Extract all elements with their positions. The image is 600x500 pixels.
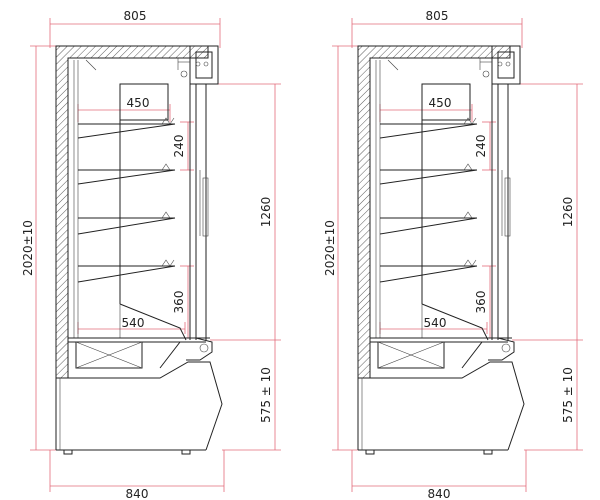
dim-bottom-width-left: 840	[126, 487, 149, 500]
dim-bottom-shelf-height-left: 360	[172, 291, 186, 314]
cabinet-drawing-left: 805 840 450 540 2020±10 1260 575 ± 10 24…	[21, 9, 282, 500]
dim-shelf-spacing-left: 240	[172, 135, 186, 158]
dim-base-height-left: 575 ± 10	[259, 367, 273, 423]
dim-shelf-depth-left: 450	[127, 96, 150, 110]
dim-top-width-left: 805	[124, 9, 147, 23]
dim-top-width-right: 805	[426, 9, 449, 23]
dim-bottom-width-right: 840	[428, 487, 451, 500]
dim-display-height-right: 1260	[561, 197, 575, 228]
dim-base-height-right: 575 ± 10	[561, 367, 575, 423]
dim-display-height-left: 1260	[259, 197, 273, 228]
dim-bottom-shelf-height-right: 360	[474, 291, 488, 314]
cabinet-drawing-right: 805 840 450 540 2020±10 1260 575 ± 10 24…	[323, 9, 584, 500]
dim-shelf-depth-right: 450	[429, 96, 452, 110]
dim-shelf-spacing-right: 240	[474, 135, 488, 158]
dim-total-height-right: 2020±10	[323, 220, 337, 276]
dim-bottom-depth-right: 540	[424, 316, 447, 330]
dim-bottom-depth-left: 540	[122, 316, 145, 330]
dim-total-height-left: 2020±10	[21, 220, 35, 276]
